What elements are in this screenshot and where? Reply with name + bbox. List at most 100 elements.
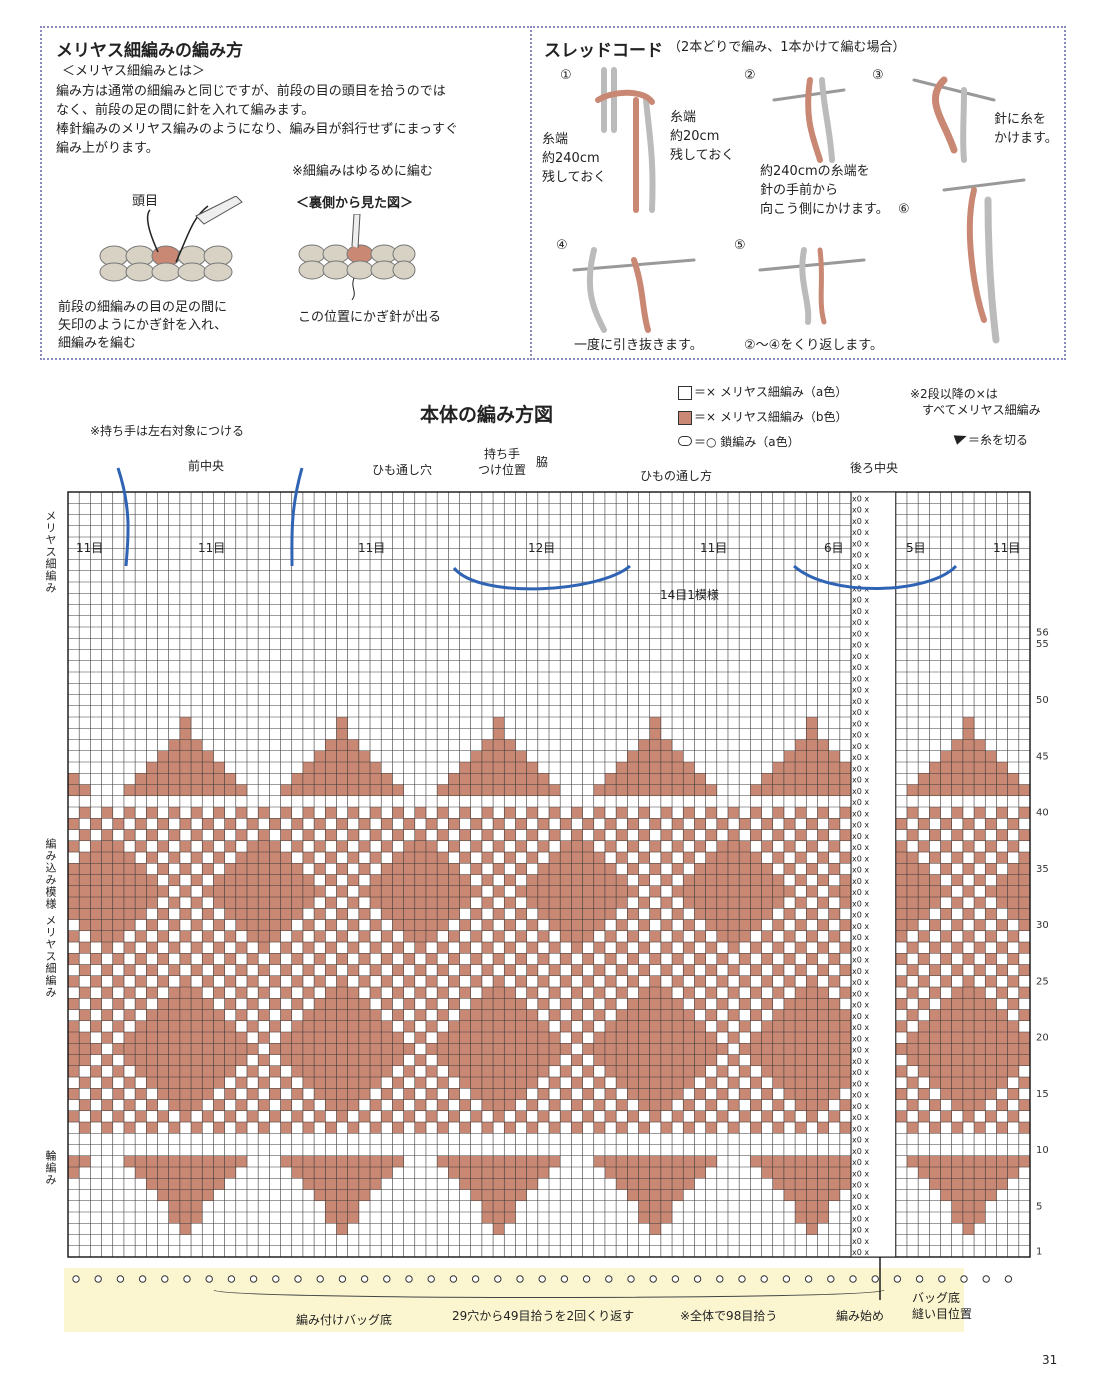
left-line-3: 棒針編みのメリヤス編みのようになり、編み目が斜行せずにまっすぐ: [56, 122, 458, 137]
row-label: 25: [1036, 976, 1049, 987]
svg-text:x0 x: x0 x: [852, 989, 869, 998]
step-1-number: ①: [560, 68, 572, 83]
head-stitch-label: 頭目: [132, 194, 159, 209]
svg-text:x0 x: x0 x: [852, 1046, 869, 1055]
caption-left-2: 矢印のようにかぎ針を入れ、: [58, 318, 228, 333]
svg-text:x0 x: x0 x: [852, 674, 869, 683]
end-right-1: 糸端: [670, 110, 697, 125]
side-label-pattern: 編み込み模様 メリヤス細編み: [44, 838, 57, 999]
svg-text:x0 x: x0 x: [852, 832, 869, 841]
loose-note: ※細編みはゆるめに編む: [292, 164, 433, 179]
svg-text:x0 x: x0 x: [852, 1214, 869, 1223]
svg-text:x0 x: x0 x: [852, 1012, 869, 1021]
svg-text:x0 x: x0 x: [852, 1091, 869, 1100]
svg-text:x0 x: x0 x: [852, 1203, 869, 1212]
drawstring-cord-front: [452, 564, 631, 591]
right-panel-title: スレッドコード: [544, 41, 663, 61]
svg-text:x0 x: x0 x: [852, 1181, 869, 1190]
bottom-start-label: 編み始め: [836, 1309, 885, 1323]
svg-text:x0 x: x0 x: [852, 1169, 869, 1178]
svg-text:x0 x: x0 x: [852, 551, 869, 560]
step-5-number: ⑤: [734, 238, 746, 253]
svg-text:x0 x: x0 x: [852, 1192, 869, 1201]
page-number: 31: [1042, 1353, 1058, 1367]
bottom-seam-label-1: バッグ底: [912, 1291, 961, 1305]
caption-left-3: 細編みを編む: [58, 336, 137, 351]
svg-text:x0 x: x0 x: [852, 539, 869, 548]
chart-title: 本体の編み方図: [420, 404, 554, 426]
left-panel-title: メリヤス細編みの編み方: [56, 41, 243, 61]
svg-text:x0 x: x0 x: [852, 956, 869, 965]
step-6-number: ⑥: [898, 202, 910, 217]
svg-text:x0 x: x0 x: [852, 562, 869, 571]
svg-text:x0 x: x0 x: [852, 843, 869, 852]
end-left-1: 糸端: [542, 132, 569, 147]
right-panel: [530, 26, 1066, 360]
stitch-count-label: 6目: [824, 541, 844, 555]
row-label: 56: [1036, 628, 1049, 639]
legend-text-a: ＝× メリヤス細編み（a色）: [694, 385, 848, 399]
step-3-number: ③: [872, 68, 884, 83]
back-center-label: 後ろ中央: [850, 461, 899, 475]
caption-right: この位置にかぎ針が出る: [298, 310, 442, 325]
svg-text:x0 x: x0 x: [852, 652, 869, 661]
svg-text:x0 x: x0 x: [852, 506, 869, 515]
front-center-label: 前中央: [188, 459, 225, 473]
svg-text:x0 x: x0 x: [852, 596, 869, 605]
cut-note: ＝糸を切る: [968, 433, 1029, 447]
thread-cord-illustrations: [572, 67, 1026, 344]
svg-text:x0 x: x0 x: [852, 922, 869, 931]
stitch-count-label: 5目: [906, 541, 926, 555]
svg-text:x0 x: x0 x: [852, 1147, 869, 1156]
right-panel-title-note: （2本どりで編み、1本かけて編む場合）: [668, 40, 906, 55]
svg-text:x0 x: x0 x: [852, 1079, 869, 1088]
caption-left-1: 前段の細編みの目の足の間に: [58, 300, 228, 315]
side-label-round: 輪編み: [44, 1150, 57, 1186]
stitch-count-label: 11目: [358, 541, 385, 555]
svg-text:x0 x: x0 x: [852, 731, 869, 740]
row-label: 45: [1036, 751, 1049, 762]
end-right-2: 約20cm: [670, 129, 720, 144]
stitch-count-label: 11目: [993, 541, 1020, 555]
bottom-total-label: ※全体で98目拾う: [680, 1309, 778, 1323]
back-center-column: [850, 491, 897, 1258]
svg-text:x0 x: x0 x: [852, 787, 869, 796]
svg-text:x0 x: x0 x: [852, 618, 869, 627]
svg-text:x0 x: x0 x: [852, 1023, 869, 1032]
svg-text:x0 x: x0 x: [852, 528, 869, 537]
row-label: 5: [1036, 1201, 1042, 1212]
stitch-count-label: 12目: [528, 541, 555, 555]
step2-text-3: 向こう側にかけます。: [760, 202, 889, 217]
row-label: 55: [1036, 639, 1049, 650]
back-center-marks: x0 x x0 x x0 x x0 x x0 x x0 x x0 x x0 x x0 x x0 x…: [852, 494, 869, 1257]
svg-text:x0 x: x0 x: [852, 1068, 869, 1077]
svg-text:x0 x: x0 x: [852, 719, 869, 728]
svg-text:x0 x: x0 x: [852, 1034, 869, 1043]
step3-text-1: 針に糸を: [994, 112, 1047, 127]
step-4-number: ④: [556, 238, 568, 253]
stitch-illustration-back: [298, 214, 416, 300]
svg-text:x0 x: x0 x: [852, 967, 869, 976]
chain-stitches: [72, 1275, 1013, 1283]
svg-text:x0 x: x0 x: [852, 1102, 869, 1111]
svg-text:x0 x: x0 x: [852, 1057, 869, 1066]
cord-route-label: ひもの通し方: [640, 469, 713, 483]
bottom-pick-label: 編み付けバッグ底: [296, 1313, 393, 1327]
repeat-label: 14目1模様: [660, 588, 719, 602]
legend-text-b: ＝× メリヤス細編み（b色）: [694, 410, 848, 424]
row-label: 10: [1036, 1145, 1049, 1156]
legend-swatch-a: [678, 386, 692, 400]
row-label: 40: [1036, 808, 1049, 819]
svg-text:x0 x: x0 x: [852, 1136, 869, 1145]
left-line-4: 編み上がります。: [56, 141, 159, 156]
legend-text-chain: ＝○ 鎖編み（a色）: [694, 435, 800, 449]
bottom-repeat-label: 29穴から49目拾うを2回くり返す: [452, 1309, 635, 1323]
left-panel-subtitle: ＜メリヤス細編みとは＞: [62, 64, 206, 79]
svg-text:x0 x: x0 x: [852, 877, 869, 886]
svg-text:x0 x: x0 x: [852, 629, 869, 638]
cord-hole-label: ひも通し穴: [372, 463, 433, 477]
handle-cord-left: [116, 467, 130, 567]
svg-text:x0 x: x0 x: [852, 1124, 869, 1133]
pickup-bracket: [213, 1289, 885, 1298]
svg-text:x0 x: x0 x: [852, 1001, 869, 1010]
